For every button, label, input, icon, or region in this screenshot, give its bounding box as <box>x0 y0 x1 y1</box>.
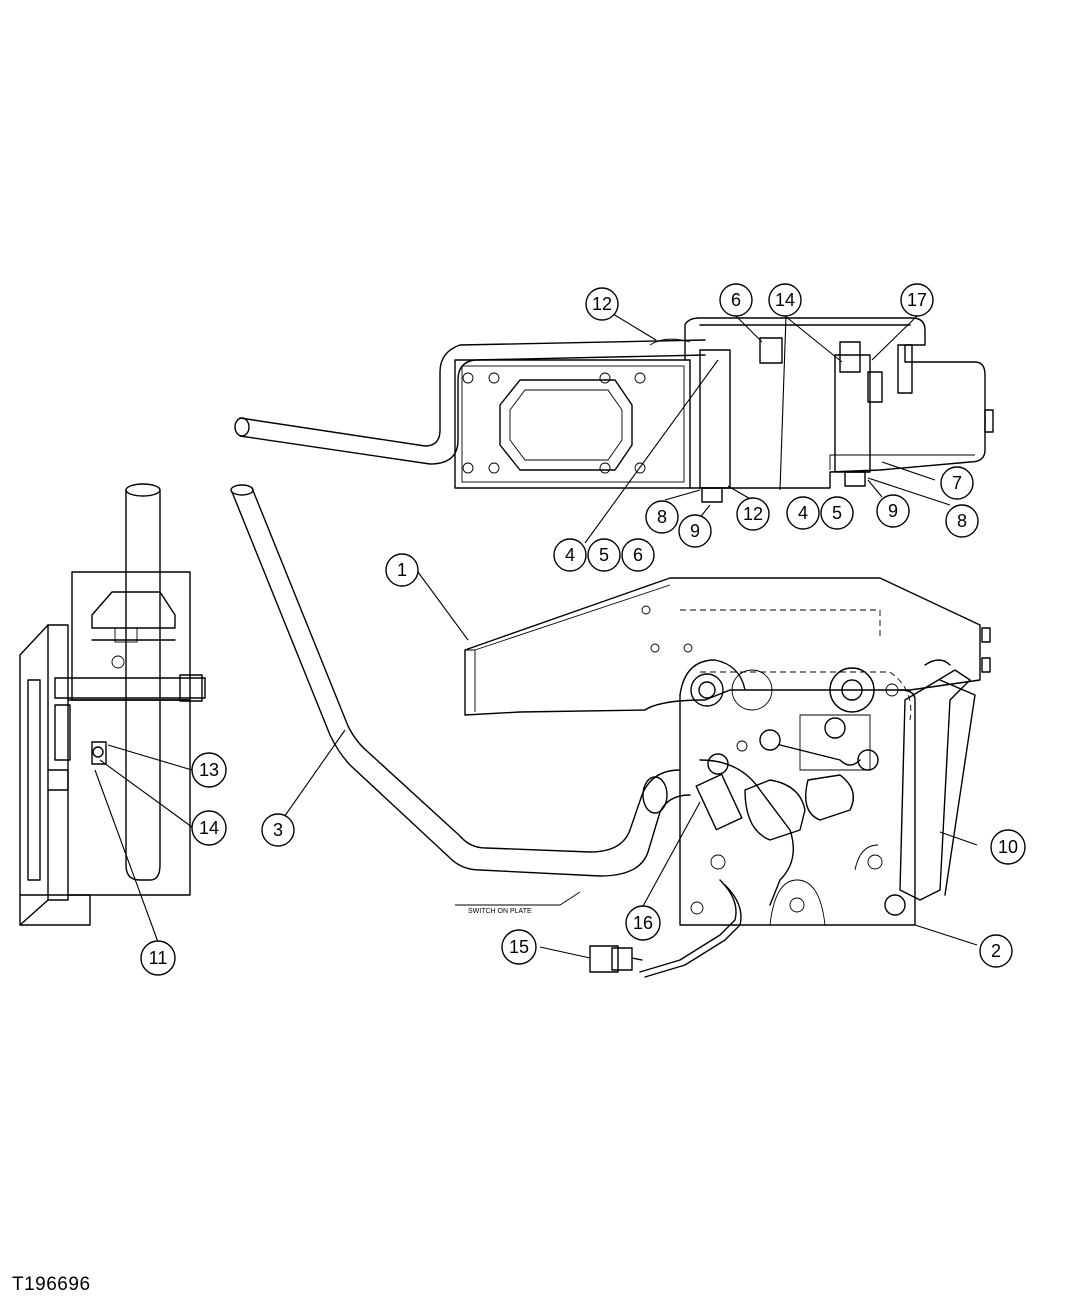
svg-text:5: 5 <box>832 503 842 523</box>
callout-14: 14 <box>768 283 802 317</box>
callout-15: 15 <box>501 929 537 965</box>
svg-text:3: 3 <box>273 820 283 840</box>
svg-text:17: 17 <box>907 290 927 310</box>
svg-text:14: 14 <box>775 290 795 310</box>
callout-11: 11 <box>140 940 176 976</box>
callout-4: 4 <box>553 538 587 572</box>
svg-text:10: 10 <box>998 837 1018 857</box>
svg-text:14: 14 <box>199 818 219 838</box>
svg-text:16: 16 <box>633 913 653 933</box>
svg-text:12: 12 <box>743 504 763 524</box>
main-view-assembly: SWITCH ON PLATE <box>230 484 991 978</box>
callout-3: 3 <box>261 813 295 847</box>
callout-12: 12 <box>736 497 770 531</box>
callout-6: 6 <box>621 538 655 572</box>
svg-text:2: 2 <box>991 941 1001 961</box>
callout-17: 17 <box>900 283 934 317</box>
callout-2: 2 <box>979 934 1013 968</box>
callout-7: 7 <box>940 466 974 500</box>
svg-text:12: 12 <box>592 294 612 314</box>
svg-text:1: 1 <box>397 560 407 580</box>
callout-10: 10 <box>990 829 1026 865</box>
callout-12: 12 <box>585 287 619 321</box>
svg-text:5: 5 <box>599 545 609 565</box>
svg-text:9: 9 <box>690 521 700 541</box>
svg-text:7: 7 <box>952 473 962 493</box>
svg-text:13: 13 <box>199 760 219 780</box>
svg-text:11: 11 <box>149 948 168 968</box>
svg-text:4: 4 <box>798 503 808 523</box>
callout-8: 8 <box>945 504 979 538</box>
callout-13: 13 <box>191 752 227 788</box>
side-view-assembly <box>19 483 206 926</box>
callout-9: 9 <box>678 514 712 548</box>
svg-text:6: 6 <box>731 290 741 310</box>
leader-lines <box>94 313 978 959</box>
plate-label: SWITCH ON PLATE <box>468 908 532 915</box>
callouts: 12 6 14 17 7 8 9 12 4 5 9 8 4 5 6 1 3 10… <box>140 283 1026 976</box>
callout-1: 1 <box>385 553 419 587</box>
svg-text:8: 8 <box>657 507 667 527</box>
svg-text:9: 9 <box>888 501 898 521</box>
svg-text:4: 4 <box>565 545 575 565</box>
svg-text:15: 15 <box>509 937 529 957</box>
callout-16: 16 <box>625 905 661 941</box>
callout-5: 5 <box>587 538 621 572</box>
callout-9: 9 <box>876 494 910 528</box>
callout-6: 6 <box>719 283 753 317</box>
svg-text:6: 6 <box>633 545 643 565</box>
callout-14: 14 <box>191 810 227 846</box>
top-view-assembly <box>234 317 994 503</box>
figure-id: T196696 <box>12 1274 91 1295</box>
svg-text:8: 8 <box>957 511 967 531</box>
callout-5: 5 <box>820 496 854 530</box>
callout-8: 8 <box>645 500 679 534</box>
callout-4: 4 <box>786 496 820 530</box>
